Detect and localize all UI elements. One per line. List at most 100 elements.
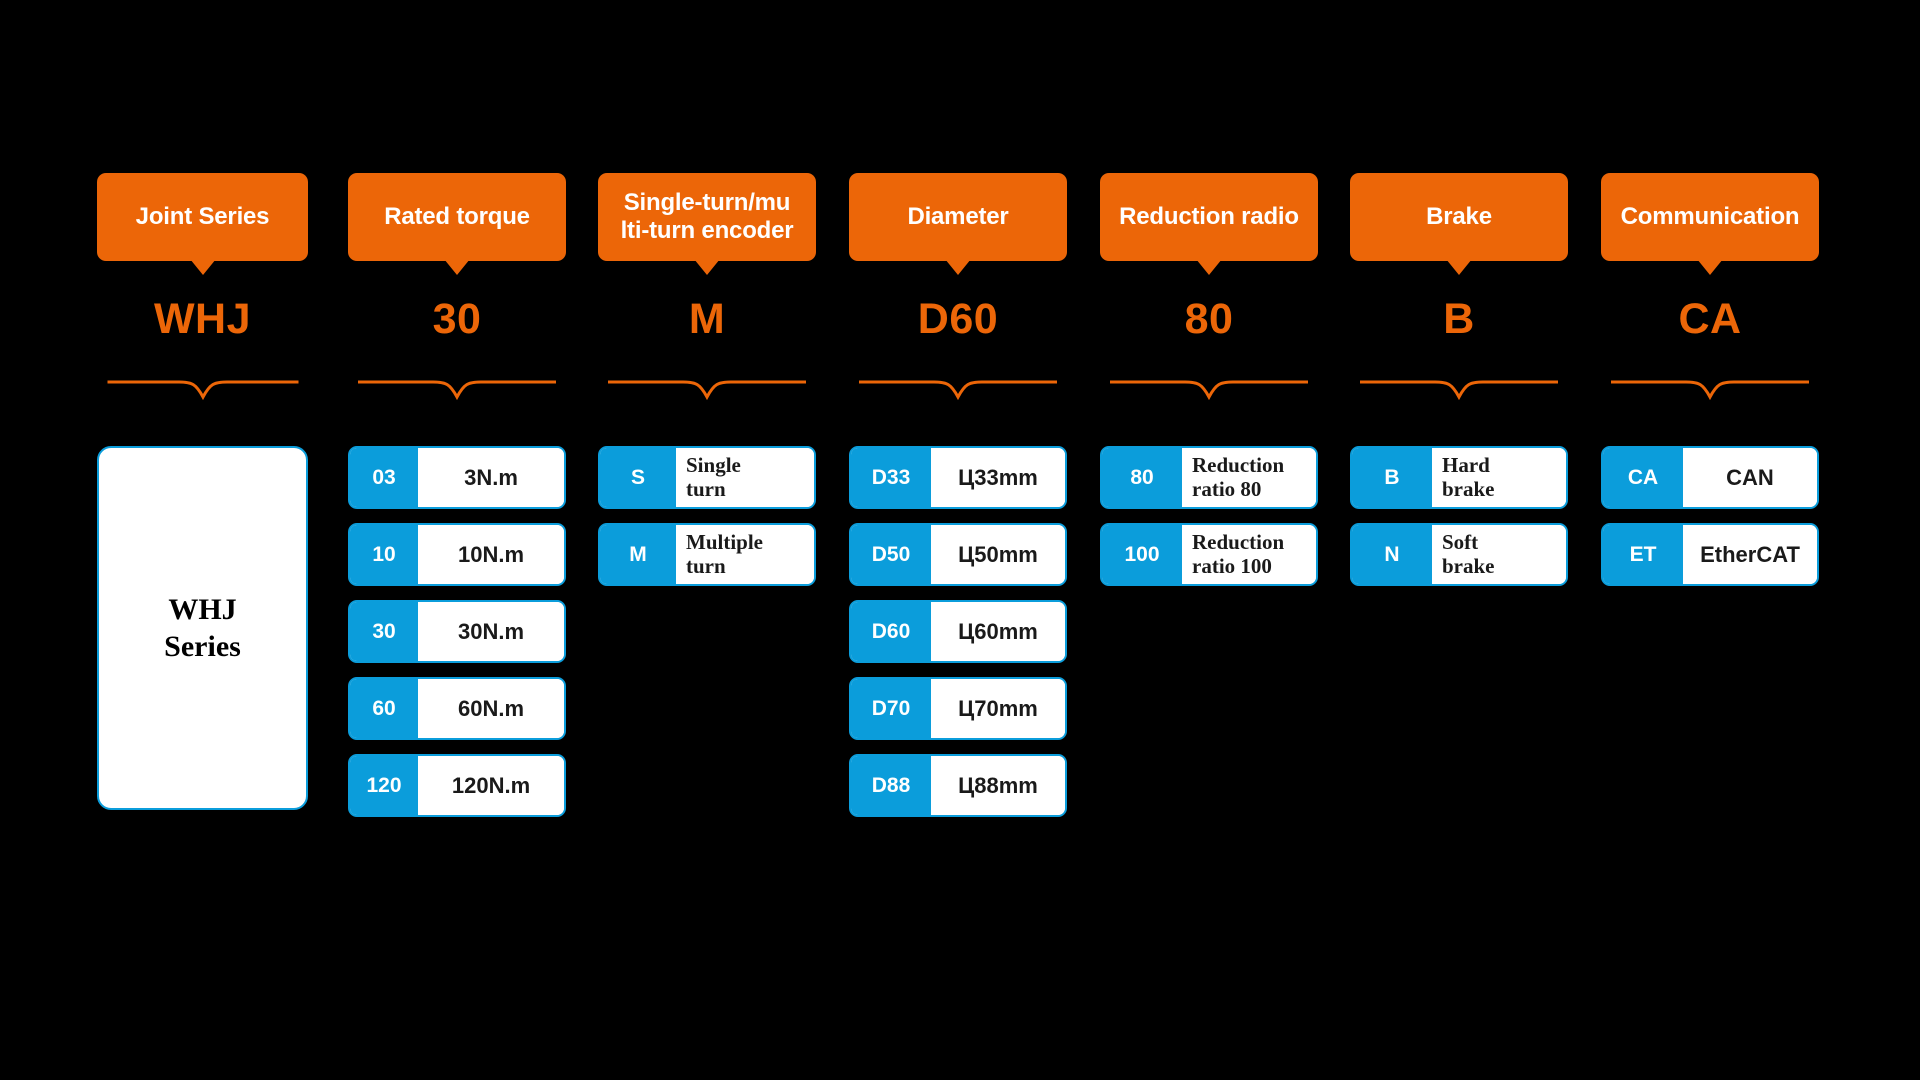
bubble-tail-icon bbox=[694, 259, 720, 275]
option-value: 30N.m bbox=[418, 602, 564, 661]
option-value: 3N.m bbox=[418, 448, 564, 507]
option-value: 60N.m bbox=[418, 679, 564, 738]
option-code: 80 bbox=[1102, 448, 1182, 507]
header-label-rated-torque: Rated torque bbox=[384, 202, 530, 230]
header-bubble-brake[interactable]: Brake bbox=[1350, 173, 1568, 261]
option-code: 100 bbox=[1102, 525, 1182, 584]
brace-connector-icon bbox=[608, 380, 806, 401]
bubble-tail-icon bbox=[444, 259, 470, 275]
bubble-tail-icon bbox=[1697, 259, 1723, 275]
option-code: D50 bbox=[851, 525, 931, 584]
brace-brake bbox=[1360, 378, 1558, 405]
option-code: CA bbox=[1603, 448, 1683, 507]
option-value: Soft brake bbox=[1432, 525, 1566, 584]
header-bubble-joint-series[interactable]: Joint Series bbox=[97, 173, 308, 261]
header-label-joint-series: Joint Series bbox=[135, 202, 270, 230]
brace-connector-icon bbox=[1360, 380, 1558, 401]
header-label-communication: Communication bbox=[1620, 202, 1800, 230]
brace-rated-torque bbox=[358, 378, 556, 405]
option-code: 30 bbox=[350, 602, 418, 661]
brace-connector-icon bbox=[1611, 380, 1809, 401]
header-label-diameter: Diameter bbox=[907, 202, 1009, 230]
option-code: M bbox=[600, 525, 676, 584]
code-reduction-ratio: 80 bbox=[1184, 295, 1234, 343]
option-code: D70 bbox=[851, 679, 931, 738]
option-code: N bbox=[1352, 525, 1432, 584]
code-diameter: D60 bbox=[917, 295, 999, 343]
code-brake: B bbox=[1443, 295, 1475, 343]
option-code: 10 bbox=[350, 525, 418, 584]
bubble-tail-icon bbox=[1446, 259, 1472, 275]
option-value: Reduction ratio 80 bbox=[1182, 448, 1316, 507]
bubble-tail-icon bbox=[1196, 259, 1222, 275]
option-value: Reduction ratio 100 bbox=[1182, 525, 1316, 584]
option-value: Single turn bbox=[676, 448, 814, 507]
option-value: Ц60mm bbox=[931, 602, 1065, 661]
brace-connector-icon bbox=[107, 380, 298, 401]
brace-connector-icon bbox=[1110, 380, 1308, 401]
option-code: 60 bbox=[350, 679, 418, 738]
option-code: D60 bbox=[851, 602, 931, 661]
option-value: Ц50mm bbox=[931, 525, 1065, 584]
option-code: D88 bbox=[851, 756, 931, 815]
option-code: D33 bbox=[851, 448, 931, 507]
brace-encoder bbox=[608, 378, 806, 405]
header-bubble-reduction-ratio[interactable]: Reduction radio bbox=[1100, 173, 1318, 261]
header-label-brake: Brake bbox=[1426, 202, 1492, 230]
option-code: ET bbox=[1603, 525, 1683, 584]
brace-joint-series bbox=[107, 378, 298, 405]
bubble-tail-icon bbox=[189, 259, 216, 275]
header-bubble-communication[interactable]: Communication bbox=[1601, 173, 1819, 261]
option-code: 120 bbox=[350, 756, 418, 815]
option-value: EtherCAT bbox=[1683, 525, 1817, 584]
header-label-reduction-ratio: Reduction radio bbox=[1119, 202, 1299, 230]
header-bubble-encoder[interactable]: Single-turn/mu lti-turn encoder bbox=[598, 173, 816, 261]
option-code: 03 bbox=[350, 448, 418, 507]
option-value: Multiple turn bbox=[676, 525, 814, 584]
header-bubble-rated-torque[interactable]: Rated torque bbox=[348, 173, 566, 261]
option-value: Ц33mm bbox=[931, 448, 1065, 507]
series-box-joint-series[interactable]: WHJ Series bbox=[97, 446, 308, 810]
option-value: Ц88mm bbox=[931, 756, 1065, 815]
option-value: 10N.m bbox=[418, 525, 564, 584]
series-box-label: WHJ Series bbox=[164, 592, 241, 664]
brace-communication bbox=[1611, 378, 1809, 405]
header-label-encoder: Single-turn/mu lti-turn encoder bbox=[620, 188, 794, 244]
brace-reduction-ratio bbox=[1110, 378, 1308, 405]
option-value: 120N.m bbox=[418, 756, 564, 815]
header-bubble-diameter[interactable]: Diameter bbox=[849, 173, 1067, 261]
brace-diameter bbox=[859, 378, 1057, 405]
code-communication: CA bbox=[1678, 295, 1742, 343]
option-code: B bbox=[1352, 448, 1432, 507]
